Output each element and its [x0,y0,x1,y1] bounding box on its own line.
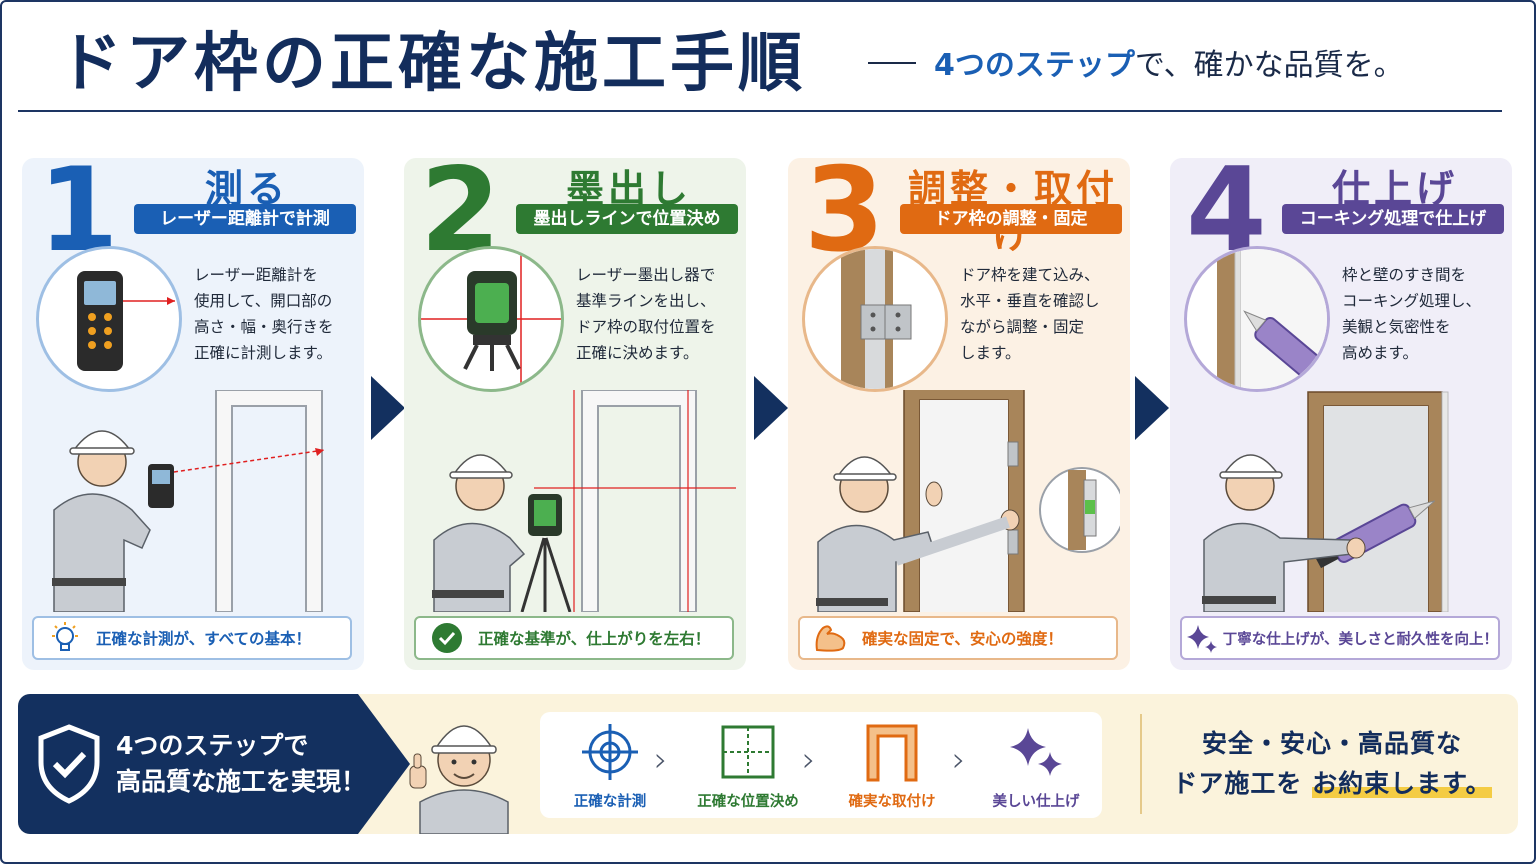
step-name: 仕上げ [1331,167,1458,211]
flow-item-finish: 美しい仕上げ [976,722,1096,811]
chevron-right-icon: › [654,740,668,780]
promise-highlight: お約束します。 [1312,769,1492,798]
step-card-4: 4 仕上げ コーキング処理で仕上げ 枠と壁のすき間を コーキング処理し、 美観と… [1170,158,1512,670]
promise-line-2-a: ドア施工を [1172,769,1313,798]
promise-line-1: 安全・安心・高品質な [1201,729,1462,758]
laser-meter-icon [77,271,175,371]
step-name: 墨出し [565,167,692,211]
banner-message: 4つのステップで 高品質な施工を実現！ [116,731,367,796]
lightbulb-icon [34,621,96,655]
sparkle-icon [1010,728,1062,776]
step-card-1: 1 測る レーザー距離計で計測 レーザー距離計を 使用して、開口部の 高さ・幅・… [22,158,364,670]
step-callout-text: 正確な基準が、仕上がりを左右！ [478,630,711,648]
measuring-worker-illustration [52,390,325,612]
step-callout-text: 正確な計測が、すべての基本！ [96,630,311,648]
step-description: レーザー墨出し器で 基準ラインを出し、 ドア枠の取付位置を 正確に決めます。 [576,266,716,362]
shield-check-icon [38,724,100,804]
caulking-worker-illustration [1202,391,1449,612]
flow-label: 確実な取付け [848,794,936,810]
step-name: 測る [204,167,289,211]
subtitle-accent: 4つのステップ [934,48,1135,83]
flow-item-measure: 正確な計測 [550,722,670,811]
hinge-icon [841,249,912,389]
chevron-right-icon: › [952,740,966,780]
page-subtitle: 4つのステップで、確かな品質を。 [868,46,1404,86]
banner-navy-panel [18,694,410,834]
sparkle-icon [1182,621,1223,655]
step-description: 枠と壁のすき間を コーキング処理し、 美観と気密性を 高めます。 [1342,266,1482,362]
caulking-closeup [1184,246,1330,392]
flow-label: 美しい仕上げ [992,794,1080,810]
promise-message: 安全・安心・高品質な ドア施工を お約束します。 [1158,724,1506,804]
step-callout-text: 丁寧な仕上げが、美しさと耐久性を向上！ [1222,631,1498,648]
flow-item-position: 正確な位置決め [688,722,808,811]
step-callout: 正確な基準が、仕上がりを左右！ [414,616,734,660]
promise-line-2: ドア施工を お約束します。 [1158,764,1506,804]
step-callout: 確実な固定で、安心の強度！ [798,616,1118,660]
header-divider [18,110,1502,112]
summary-banner: 4つのステップで 高品質な施工を実現！ 正確な計測 › [18,694,1518,834]
step-tag: コーキング処理で仕上げ [1282,204,1504,234]
laser-level-closeup [418,246,564,392]
subtitle-dash [868,61,916,64]
page-title: ドア枠の正確な施工手順 [58,27,806,101]
flow-label: 正確な計測 [573,794,647,810]
installing-worker-illustration [816,390,1120,612]
step-callout: 正確な計測が、すべての基本！ [32,616,352,660]
laser-level-icon [421,249,561,389]
flow-label: 正確な位置決め [697,794,799,810]
step-arrow-1 [371,376,405,440]
muscle-icon [800,622,862,654]
thumbs-up-worker-illustration [409,725,509,834]
check-circle-icon [416,622,478,654]
grid-icon [721,725,775,779]
step-callout-text: 確実な固定で、安心の強度！ [862,630,1063,648]
step-callout: 丁寧な仕上げが、美しさと耐久性を向上！ [1180,616,1500,660]
target-icon [582,724,638,780]
step-description: レーザー距離計を 使用して、開口部の 高さ・幅・奥行きを 正確に計測します。 [194,266,334,362]
frame-hinge-closeup [802,246,948,392]
step-tag: ドア枠の調整・固定 [900,204,1122,234]
chevron-right-icon: › [802,740,816,780]
caulking-gun-icon [1217,249,1327,389]
step-description: ドア枠を建て込み、 水平・垂直を確認し ながら調整・固定 します。 [960,266,1100,362]
step-card-3: 3 調整・取付け ドア枠の調整・固定 ドア枠を建て込み、 水平・垂直を確認し な… [788,158,1130,670]
step-arrow-2 [754,376,788,440]
door-frame-icon [866,724,918,782]
marking-worker-illustration [432,390,736,612]
step-tag: レーザー距離計で計測 [134,204,356,234]
step-card-2: 2 墨出し 墨出しラインで位置決め レーザー墨出し器で 基準ラインを出し、 ドア… [404,158,746,670]
step-arrow-3 [1135,376,1169,440]
quality-flow: 正確な計測 › 正確な位置決め › 確実な取付け › 美しい仕上げ [540,712,1102,818]
flow-item-install: 確実な取付け [832,722,952,811]
step-tag: 墨出しラインで位置決め [516,204,738,234]
banner-divider [1140,714,1142,814]
laser-meter-closeup [36,246,182,392]
subtitle-rest: で、確かな品質を。 [1134,48,1404,83]
